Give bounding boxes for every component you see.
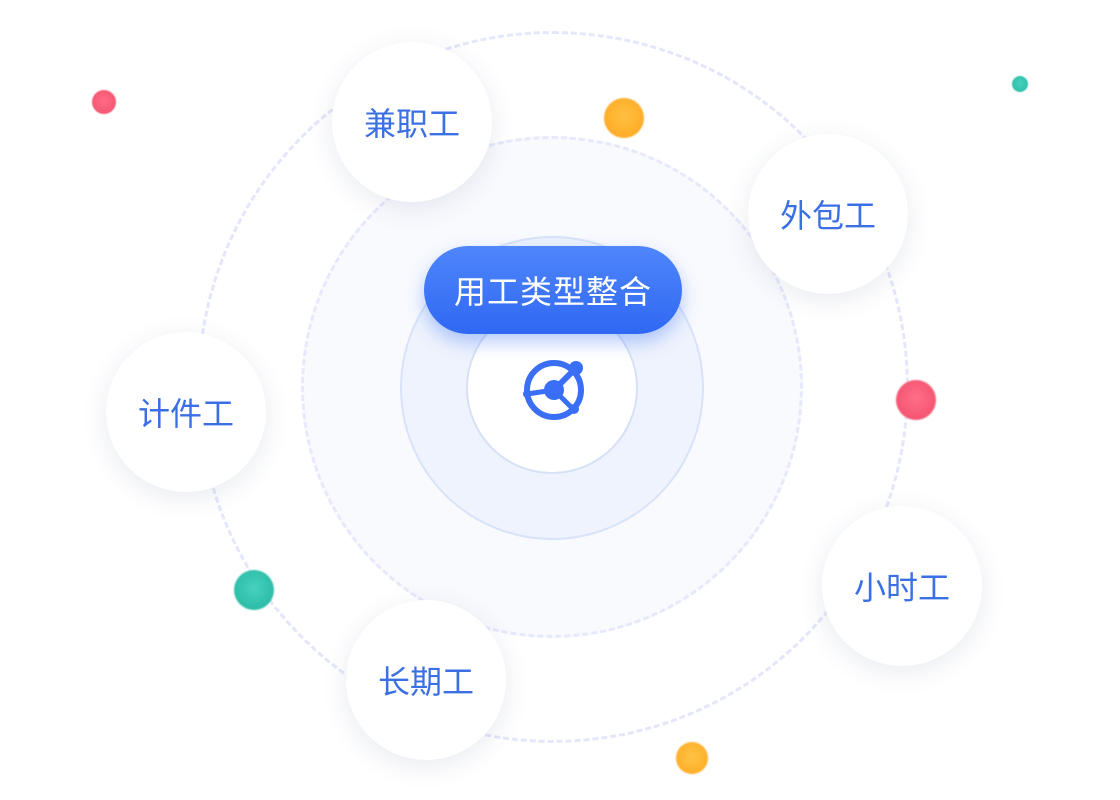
decorative-dot-orange: [604, 98, 644, 138]
center-title: 用工类型整合: [453, 273, 652, 311]
decorative-dot-red: [896, 380, 936, 420]
node-piecework: 计件工: [106, 332, 266, 492]
integration-hub-icon: [523, 360, 584, 420]
node-label: 外包工: [779, 197, 876, 235]
decorative-dot-teal: [1012, 76, 1028, 92]
node-label: 计件工: [137, 395, 234, 433]
node-label: 长期工: [377, 663, 474, 701]
center-title-pill: 用工类型整合: [424, 246, 682, 334]
node-label: 兼职工: [363, 105, 460, 143]
decorative-dot-orange: [676, 742, 708, 774]
node-part-time: 兼职工: [332, 42, 492, 202]
node-outsourced: 外包工: [748, 134, 908, 294]
node-long-term: 长期工: [346, 600, 506, 760]
decorative-dot-red: [92, 90, 116, 114]
decorative-dot-teal: [234, 570, 274, 610]
node-hourly: 小时工: [822, 506, 982, 666]
node-label: 小时工: [853, 569, 950, 607]
middle-orbit-ring: [301, 136, 803, 638]
